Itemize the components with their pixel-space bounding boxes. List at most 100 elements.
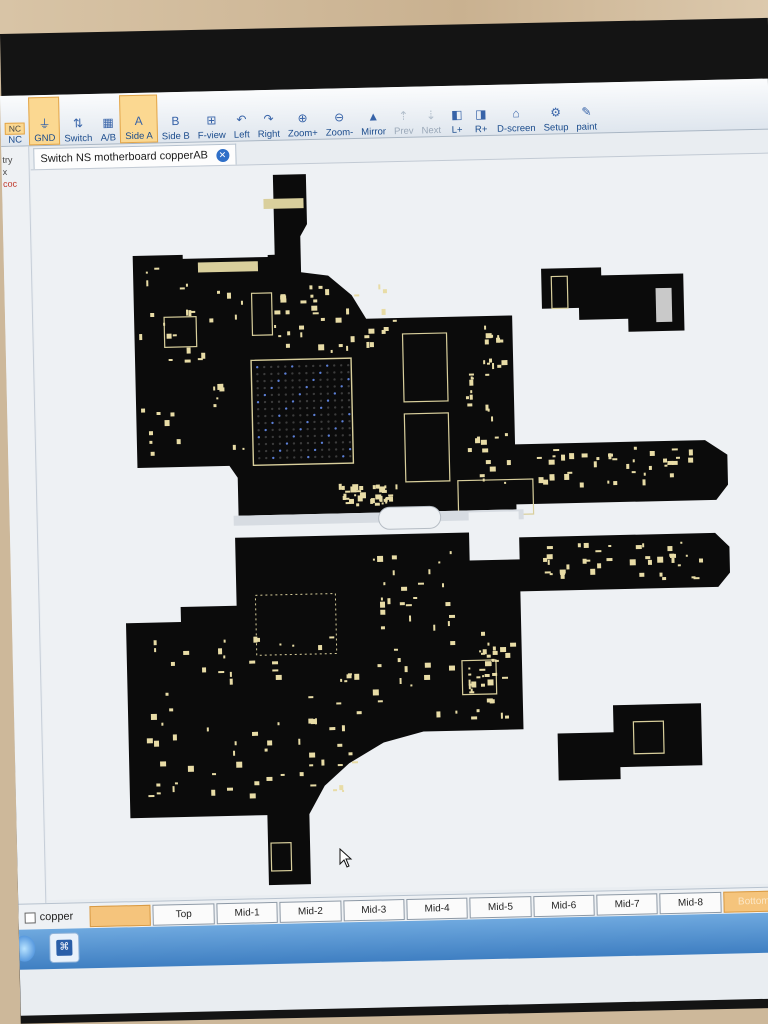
solder-pad <box>343 497 350 500</box>
solder-pad <box>500 712 503 719</box>
start-button-icon[interactable] <box>13 935 36 962</box>
solder-pad <box>300 332 303 338</box>
solder-pad <box>485 333 492 339</box>
prev-button[interactable]: ⇡ Prev <box>389 91 418 138</box>
solder-pad <box>217 648 223 655</box>
layer-tab-a[interactable]: A <box>89 904 152 927</box>
solder-pad <box>538 477 544 484</box>
layer-tab-mid-1[interactable]: Mid-1 <box>216 901 278 924</box>
solder-pad <box>279 643 282 646</box>
taskbar-app-button[interactable]: ⌘ <box>49 932 80 964</box>
solder-pad <box>413 596 418 600</box>
solder-pad <box>217 383 224 390</box>
side-a-button[interactable]: A Side A <box>119 94 158 144</box>
checkbox-box[interactable] <box>24 911 36 924</box>
r-plus-button[interactable]: ◨ R+ <box>468 89 493 136</box>
bga-ball <box>277 386 280 389</box>
solder-pad <box>285 343 290 348</box>
solder-pad <box>639 572 645 577</box>
layer-tab-mid-3[interactable]: Mid-3 <box>342 898 405 921</box>
document-tab-title: Switch NS motherboard copperAB <box>40 149 209 166</box>
bga-ball <box>271 414 274 418</box>
paint-button[interactable]: ✎ paint <box>572 86 602 133</box>
rotate-left-button[interactable]: ↶ Left <box>229 94 254 141</box>
solder-pad <box>172 734 177 741</box>
mirror-button[interactable]: ▲ Mirror <box>356 91 390 138</box>
side-b-button[interactable]: B Side B <box>157 96 194 143</box>
left-panel-search-field[interactable]: coc <box>2 178 18 189</box>
solder-pad <box>339 785 344 791</box>
solder-pad <box>449 551 452 555</box>
slot-window <box>468 511 520 561</box>
bga-ball <box>333 385 336 388</box>
gnd-button[interactable]: ⏚ GND <box>28 96 61 146</box>
bga-ball <box>263 365 266 369</box>
layer-tab-mid-8[interactable]: Mid-8 <box>659 891 722 914</box>
bga-ball <box>298 365 301 368</box>
layer-tab-mid-7[interactable]: Mid-7 <box>596 892 659 916</box>
bga-ball <box>264 428 267 432</box>
solder-pad <box>608 453 612 460</box>
layer-tab-mid-6[interactable]: Mid-6 <box>532 894 595 917</box>
lower-board-outline <box>125 532 730 886</box>
rotate-right-button[interactable]: ↷ Right <box>253 94 284 141</box>
bga-ball <box>292 421 295 424</box>
solder-pad <box>397 658 401 663</box>
solder-pad <box>356 503 360 507</box>
bga-ball <box>341 413 344 416</box>
solder-pad <box>471 681 477 688</box>
solder-pad <box>240 300 243 305</box>
l-plus-icon: ◧ <box>450 107 463 122</box>
solder-pad <box>484 339 489 345</box>
solder-pad <box>274 324 277 329</box>
close-icon[interactable]: ✕ <box>215 148 230 162</box>
d-screen-button[interactable]: ⌂ D-screen <box>492 88 540 135</box>
solder-pad <box>298 325 305 330</box>
solder-pad <box>156 783 161 787</box>
solder-pad <box>356 711 362 715</box>
bga-ball <box>286 456 289 459</box>
l-plus-button[interactable]: ◧ L+ <box>444 89 469 136</box>
solder-pad <box>465 396 469 400</box>
chip-pad-grid <box>632 720 665 755</box>
solder-pad <box>388 496 394 502</box>
gear-icon: ⚙ <box>550 105 562 120</box>
zoom-in-icon: ⊕ <box>297 111 308 126</box>
solder-pad <box>366 341 370 348</box>
solder-pad <box>346 674 352 679</box>
layer-tab-mid-2[interactable]: Mid-2 <box>279 899 342 923</box>
bga-ball <box>341 434 344 437</box>
next-label: Next <box>421 125 442 137</box>
solder-pad <box>549 573 553 576</box>
bga-ball <box>291 365 294 368</box>
solder-pad <box>480 439 487 445</box>
layer-tab-mid-4[interactable]: Mid-4 <box>406 897 469 920</box>
nc-button[interactable]: NC NC <box>0 99 29 146</box>
bga-ball <box>292 449 296 452</box>
board-view-canvas[interactable] <box>30 152 768 901</box>
layer-tab-bottom[interactable]: Bottom <box>722 889 768 913</box>
solder-pad <box>355 490 362 493</box>
solder-pad <box>438 561 441 564</box>
bga-ball <box>340 371 343 374</box>
solder-pad <box>497 364 502 368</box>
setup-button[interactable]: ⚙ Setup <box>539 87 573 134</box>
bga-ball <box>319 371 322 375</box>
zoom-in-button[interactable]: ⊕ Zoom+ <box>283 93 322 140</box>
solder-pad <box>249 660 256 664</box>
zoom-out-button[interactable]: ⊖ Zoom- <box>321 92 357 139</box>
f-view-button[interactable]: ⊞ F-view <box>193 95 230 142</box>
next-button[interactable]: ⇣ Next <box>417 90 446 137</box>
switch-button[interactable]: ⇅ Switch <box>59 98 96 145</box>
copper-checkbox[interactable]: copper <box>24 910 90 924</box>
ab-button[interactable]: ▦ A/B <box>95 97 120 144</box>
solder-pad <box>213 386 216 391</box>
solder-pad <box>484 325 487 330</box>
solder-pad <box>292 644 295 647</box>
solder-pad <box>344 680 348 683</box>
bga-ball <box>277 372 280 375</box>
solder-pad <box>579 482 584 488</box>
layer-tab-top[interactable]: Top <box>152 902 215 926</box>
solder-pad <box>337 743 343 747</box>
layer-tab-mid-5[interactable]: Mid-5 <box>469 895 532 919</box>
